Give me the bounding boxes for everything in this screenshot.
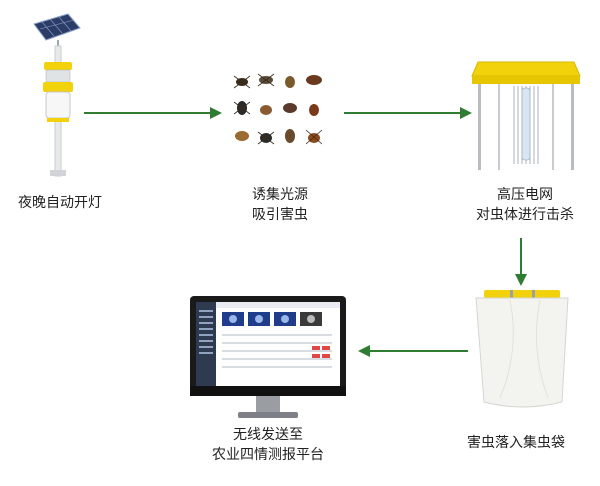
flow-arrow-1	[84, 106, 224, 120]
flow-arrow-3	[514, 238, 528, 288]
high-voltage-grid-illustration	[468, 56, 584, 176]
flow-arrow-4	[358, 344, 468, 358]
solar-lamp-illustration	[28, 10, 88, 180]
step-grid-label-line2: 对虫体进行击杀	[476, 207, 574, 223]
step-lure-label-line1: 诱集光源	[252, 187, 308, 203]
step-lure-label-line2: 吸引害虫	[252, 207, 308, 223]
step-grid-label-line1: 高压电网	[497, 187, 553, 203]
monitor-illustration	[190, 296, 346, 422]
insects-illustration	[228, 70, 332, 152]
flow-arrow-2	[344, 106, 474, 120]
collection-bag-illustration	[470, 290, 574, 412]
step-bag-label: 害虫落入集虫袋	[467, 435, 565, 451]
step-send-label-line1: 无线发送至	[233, 427, 303, 443]
step-night-on-label: 夜晚自动开灯	[18, 195, 102, 211]
step-send-label-line2: 农业四情测报平台	[212, 447, 324, 463]
